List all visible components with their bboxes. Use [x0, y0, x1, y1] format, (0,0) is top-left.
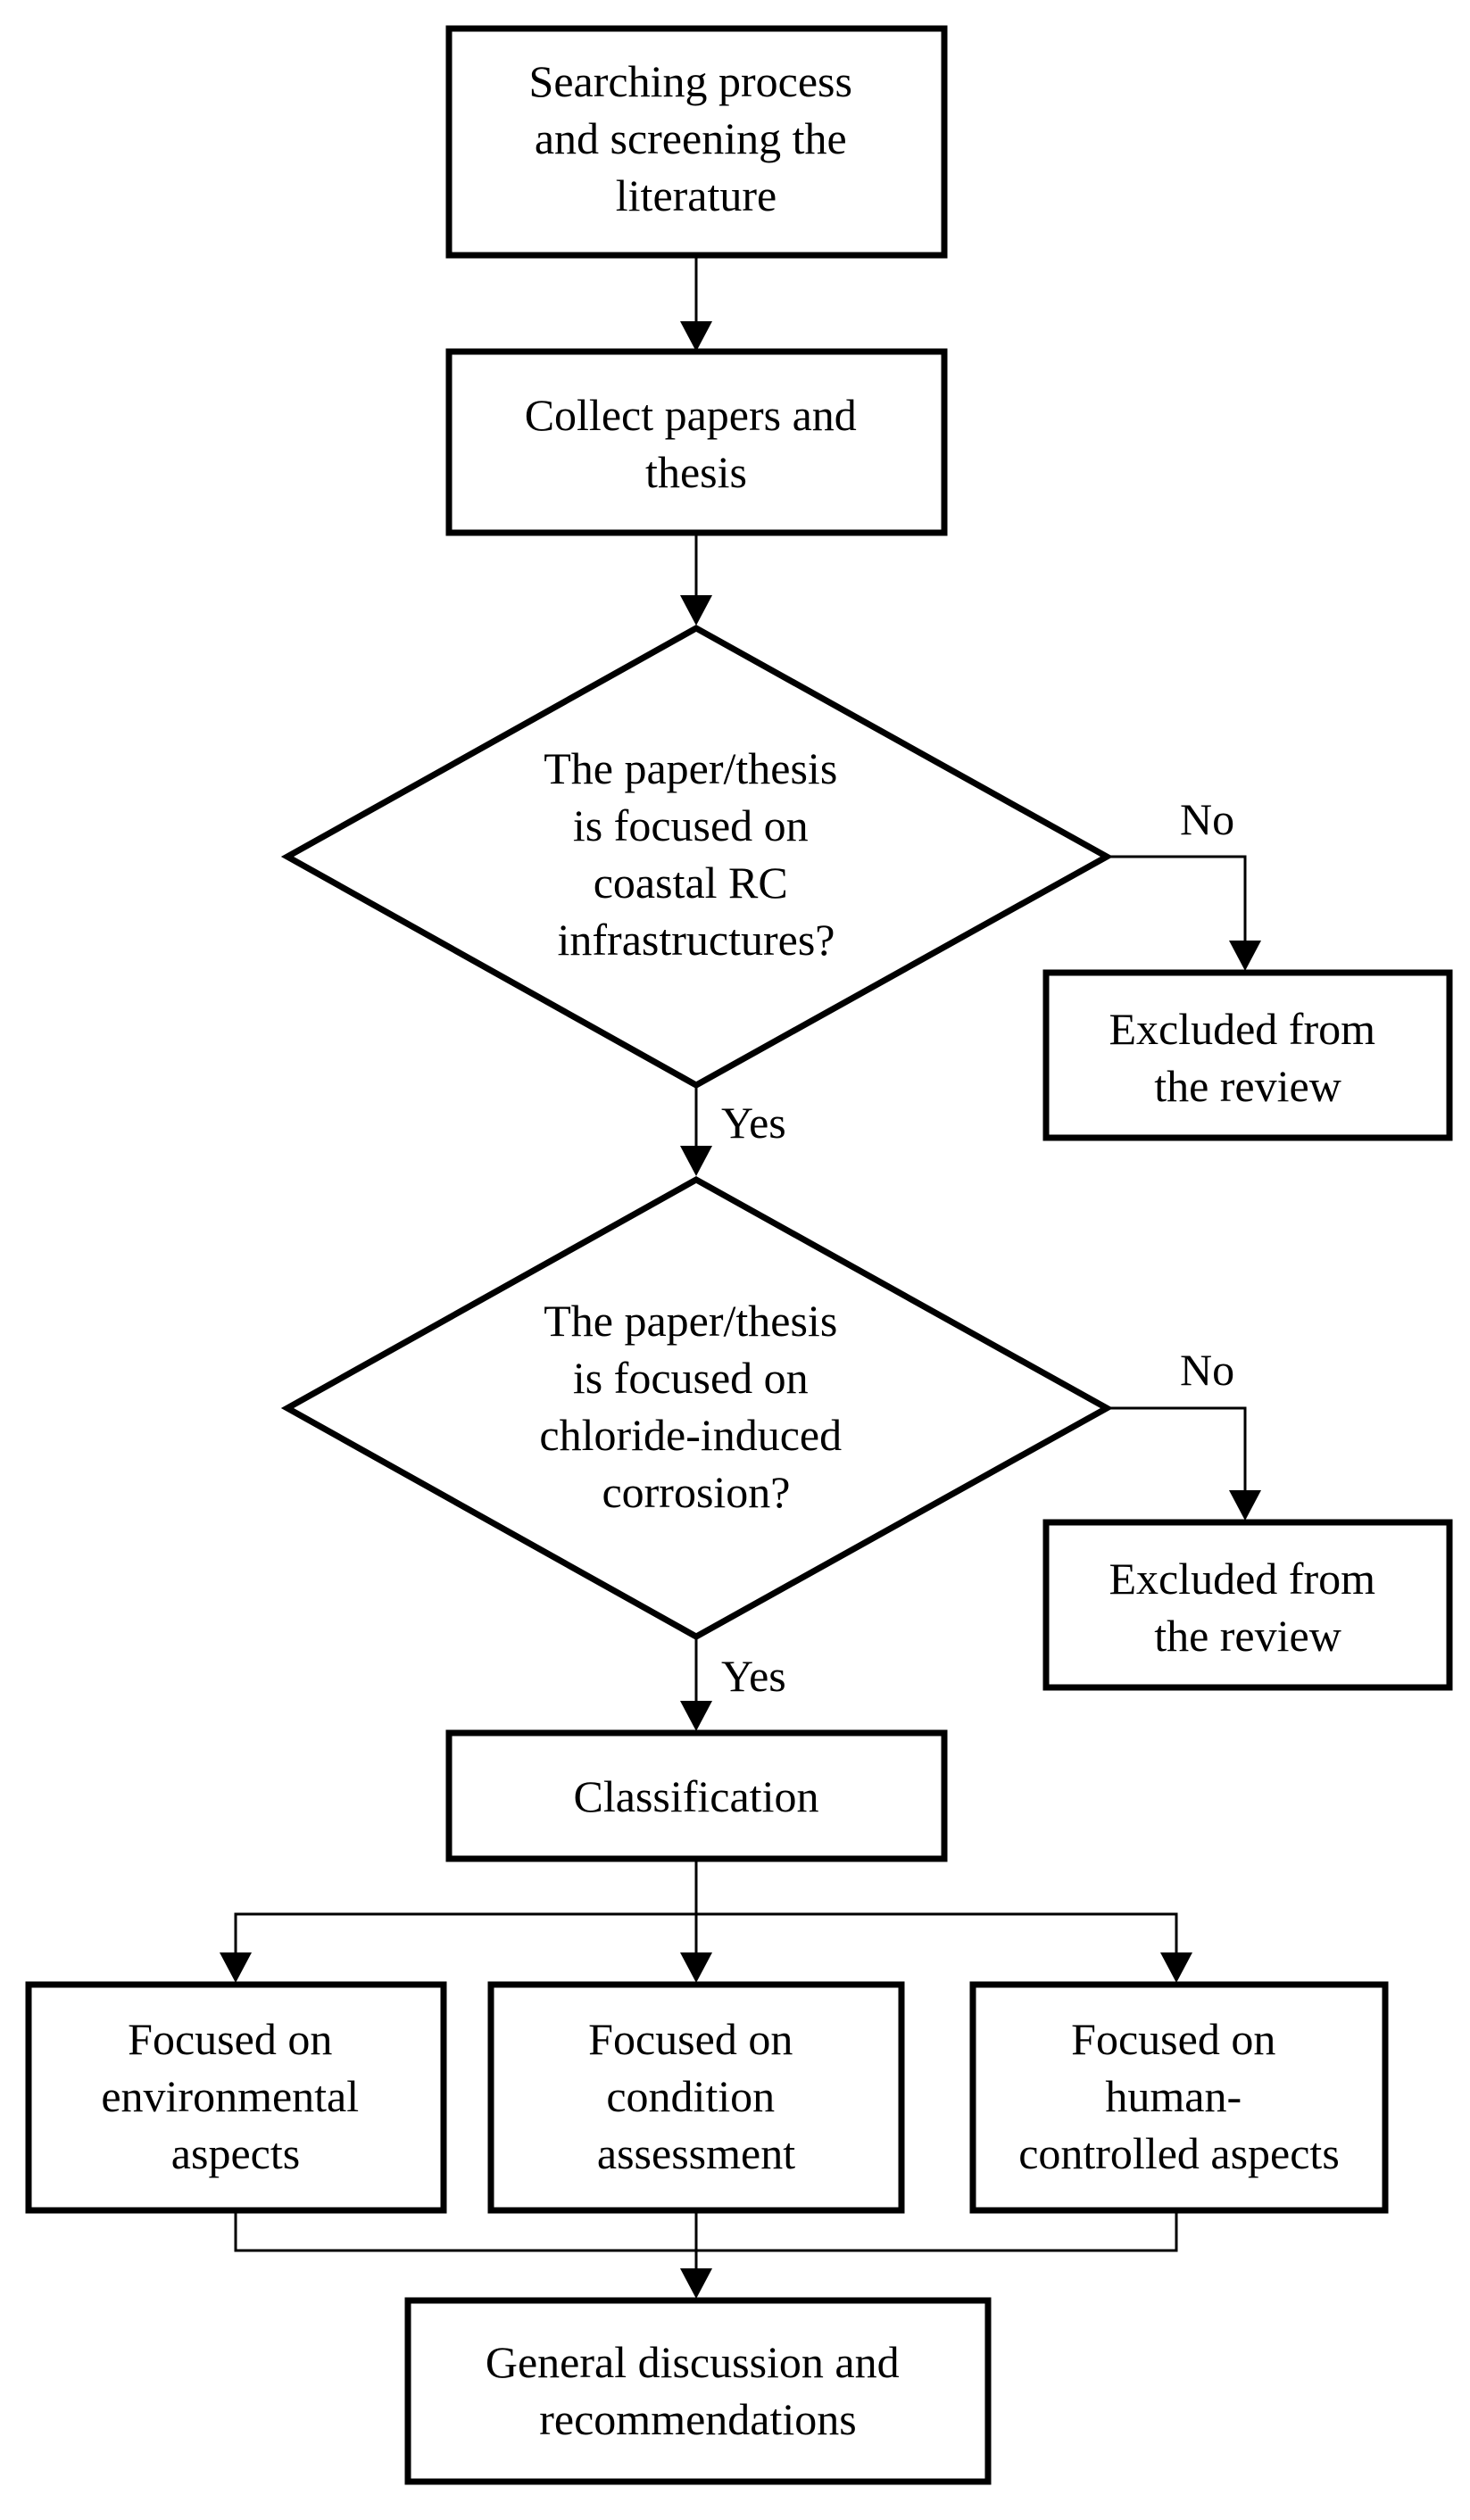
process-box: [969, 1981, 1389, 2214]
text-line: Focused on: [588, 2014, 793, 2064]
edge-label-no-2: No: [1180, 1345, 1234, 1395]
edge-label-yes-1: Yes: [721, 1098, 786, 1148]
arrowhead-classification: [680, 1701, 712, 1731]
environmental-text: Focused on environmental aspects: [101, 2014, 370, 2178]
text-line: chloride-induced: [539, 1410, 842, 1460]
excluded1-text: Excluded from the review: [1109, 1004, 1386, 1111]
human-text: Focused on human- controlled aspects: [1018, 2014, 1340, 2178]
node-classification: Classification: [445, 1729, 948, 1862]
text-line: The paper/thesis: [544, 1296, 837, 1346]
text-line: is focused on: [573, 1353, 809, 1403]
general-text: General discussion and recommendations: [486, 2337, 910, 2444]
text-line: Classification: [574, 1771, 819, 1821]
connectors: [220, 255, 1261, 2299]
edge-label-no-1: No: [1180, 794, 1234, 844]
process-box: [25, 1981, 447, 2214]
text-line: Focused on: [1071, 2014, 1275, 2064]
text-line: the review: [1154, 1611, 1341, 1661]
text-line: the review: [1154, 1061, 1341, 1111]
text-line: thesis: [645, 447, 747, 497]
node-environmental: Focused on environmental aspects: [25, 1981, 447, 2214]
text-line: Excluded from: [1109, 1554, 1375, 1604]
text-line: General discussion and: [486, 2337, 900, 2387]
text-line: condition: [606, 2071, 775, 2121]
text-line: Searching process: [529, 56, 852, 106]
edge-decision2-excluded2: [1107, 1406, 1247, 1490]
node-collect: Collect papers and thesis: [445, 348, 948, 536]
decision-diamond: [280, 1175, 1114, 1641]
collect-text: Collect papers and thesis: [525, 390, 868, 497]
classification-text: Classification: [574, 1771, 819, 1821]
node-general: General discussion and recommendations: [404, 2297, 992, 2485]
arrowhead-collect: [680, 321, 712, 352]
text-line: recommendations: [539, 2394, 856, 2444]
process-box: [1042, 1519, 1453, 1691]
node-decision1: The paper/thesis is focused on coastal R…: [280, 624, 1114, 1090]
node-excluded1: Excluded from the review: [1042, 969, 1453, 1141]
process-box: [445, 25, 948, 259]
excluded2-text: Excluded from the review: [1109, 1554, 1386, 1661]
arrowhead-excluded2: [1229, 1490, 1261, 1521]
node-condition: Focused on condition assessment: [487, 1981, 905, 2214]
process-box: [404, 2297, 992, 2485]
node-searching: Searching process and screening the lite…: [445, 25, 948, 259]
node-decision2: The paper/thesis is focused on chloride-…: [280, 1175, 1114, 1641]
node-human: Focused on human- controlled aspects: [969, 1981, 1389, 2214]
arrowhead-decision2: [680, 1146, 712, 1176]
edge-label-yes-2: Yes: [721, 1651, 786, 1701]
text-line: controlled aspects: [1018, 2128, 1340, 2178]
text-line: aspects: [171, 2128, 300, 2178]
process-box: [487, 1981, 905, 2214]
process-box: [1042, 969, 1453, 1141]
text-line: and screening the: [535, 113, 847, 163]
arrowhead-decision1: [680, 595, 712, 626]
merge-bar: [234, 2210, 1178, 2252]
text-line: The paper/thesis: [544, 743, 837, 793]
text-line: human-: [1105, 2071, 1242, 2121]
decision-diamond: [280, 624, 1114, 1090]
arrowhead-human: [1160, 1952, 1192, 1983]
text-line: assessment: [597, 2128, 795, 2178]
process-box: [445, 1729, 948, 1862]
text-line: corrosion?: [602, 1467, 790, 1517]
decision1-text: The paper/thesis is focused on coastal R…: [544, 743, 849, 965]
process-box: [445, 348, 948, 536]
text-line: coastal RC: [594, 858, 788, 908]
arrowhead-condition: [680, 1952, 712, 1983]
searching-text: Searching process and screening the lite…: [529, 56, 864, 220]
arrowhead-general: [680, 2268, 712, 2299]
text-line: Excluded from: [1109, 1004, 1375, 1054]
split-bar: [234, 1912, 1178, 1952]
text-line: Focused on: [128, 2014, 332, 2064]
text-line: infrastructures?: [558, 915, 835, 965]
arrowhead-excluded1: [1229, 941, 1261, 971]
condition-text: Focused on condition assessment: [588, 2014, 804, 2178]
arrowhead-environmental: [220, 1952, 252, 1983]
decision2-text: The paper/thesis is focused on chloride-…: [539, 1296, 852, 1517]
node-excluded2: Excluded from the review: [1042, 1519, 1453, 1691]
edge-decision1-excluded1: [1107, 855, 1247, 941]
text-line: is focused on: [573, 800, 809, 850]
text-line: Collect papers and: [525, 390, 857, 440]
text-line: literature: [616, 170, 777, 220]
text-line: environmental: [101, 2071, 359, 2121]
